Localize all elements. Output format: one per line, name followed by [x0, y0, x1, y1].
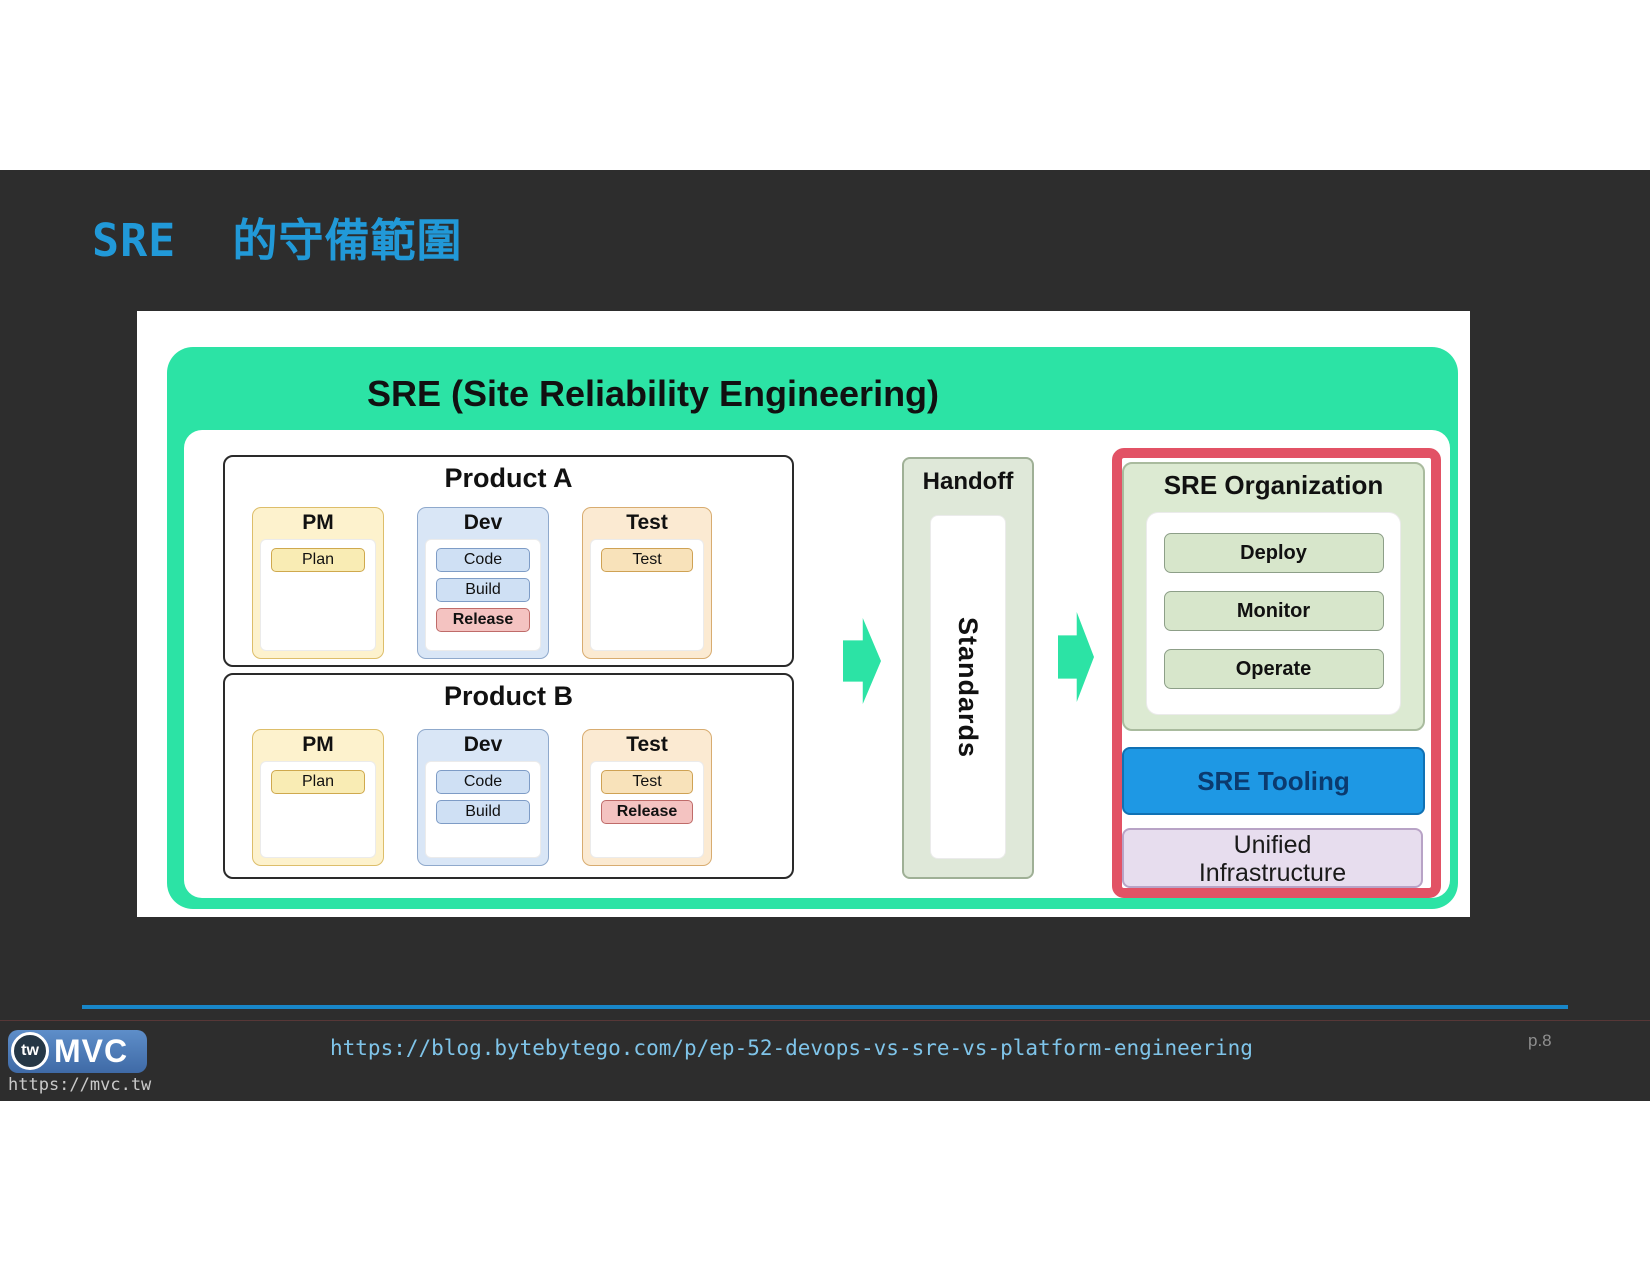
pm-column-body: Plan [260, 539, 376, 651]
pm-column-header: PM [302, 733, 334, 756]
dev-column-body: Code Build Release [425, 539, 541, 651]
diagram-inner-panel: Product A PM Plan Dev Code Build Release [184, 430, 1450, 898]
product-b-box: Product B PM Plan Dev Code Build [223, 673, 794, 879]
pm-column-body: Plan [260, 761, 376, 858]
product-a-pm-column: PM Plan [252, 507, 384, 659]
pm-column-header: PM [302, 511, 334, 534]
mvc-site-url: https://mvc.tw [8, 1075, 152, 1095]
dev-column-header: Dev [463, 733, 503, 756]
sre-highlight-frame: SRE Organization Deploy Monitor Operate … [1112, 448, 1441, 898]
test-badge: Test [601, 770, 693, 794]
product-b-test-column: Test Test Release [582, 729, 712, 866]
product-a-box: Product A PM Plan Dev Code Build Release [223, 455, 794, 667]
code-badge: Code [436, 770, 530, 794]
plan-badge: Plan [271, 770, 365, 794]
unified-infrastructure-line1: Unified [1233, 831, 1312, 859]
source-url: https://blog.bytebytego.com/p/ep-52-devo… [330, 1036, 1253, 1060]
build-badge: Build [436, 578, 530, 602]
product-b-dev-column: Dev Code Build [417, 729, 549, 866]
sre-organization-box: SRE Organization Deploy Monitor Operate [1122, 462, 1425, 731]
twmvc-logo: tw MVC [8, 1030, 147, 1073]
handoff-title: Handoff [922, 468, 1014, 495]
diagram-figure: SRE (Site Reliability Engineering) Produ… [137, 311, 1470, 917]
operate-box: Operate [1163, 649, 1384, 689]
handoff-body: Standards [930, 515, 1006, 859]
footer-faint-line [0, 1020, 1650, 1021]
product-b-title: Product B [443, 681, 573, 711]
test-column-header: Test [626, 511, 668, 534]
test-badge: Test [601, 548, 693, 572]
test-column-header: Test [626, 733, 668, 756]
unified-infrastructure-line2: Infrastructure [1198, 859, 1347, 887]
handoff-box: Handoff Standards [902, 457, 1034, 879]
product-a-test-column: Test Test [582, 507, 712, 659]
test-column-body: Test Release [590, 761, 704, 858]
product-a-dev-column: Dev Code Build Release [417, 507, 549, 659]
standards-vertical-label: Standards [953, 616, 984, 758]
product-b-pm-column: PM Plan [252, 729, 384, 866]
footer-divider-line [82, 1005, 1568, 1009]
mvc-logo-text: MVC [54, 1033, 129, 1069]
sre-organization-title: SRE Organization [1163, 470, 1384, 500]
release-badge: Release [601, 800, 693, 824]
monitor-box: Monitor [1163, 591, 1384, 631]
product-a-title: Product A [444, 463, 573, 493]
sre-diagram-container: SRE (Site Reliability Engineering) Produ… [167, 347, 1458, 909]
dev-column-body: Code Build [425, 761, 541, 858]
tw-badge-icon: tw [11, 1032, 49, 1070]
build-badge: Build [436, 800, 530, 824]
test-column-body: Test [590, 539, 704, 651]
sre-organization-body: Deploy Monitor Operate [1146, 512, 1401, 715]
release-badge: Release [436, 608, 530, 632]
page-number: p.8 [1528, 1031, 1552, 1050]
page-title: SRE 的守備範圍 [92, 214, 463, 267]
deploy-box: Deploy [1163, 533, 1384, 573]
dev-column-header: Dev [463, 511, 503, 534]
diagram-title: SRE (Site Reliability Engineering) [366, 373, 940, 414]
right-arrow-icon [1058, 612, 1094, 702]
plan-badge: Plan [271, 548, 365, 572]
unified-infrastructure-box: Unified Infrastructure [1122, 828, 1423, 888]
sre-tooling-box: SRE Tooling [1122, 747, 1425, 815]
right-arrow-icon [843, 618, 881, 704]
code-badge: Code [436, 548, 530, 572]
